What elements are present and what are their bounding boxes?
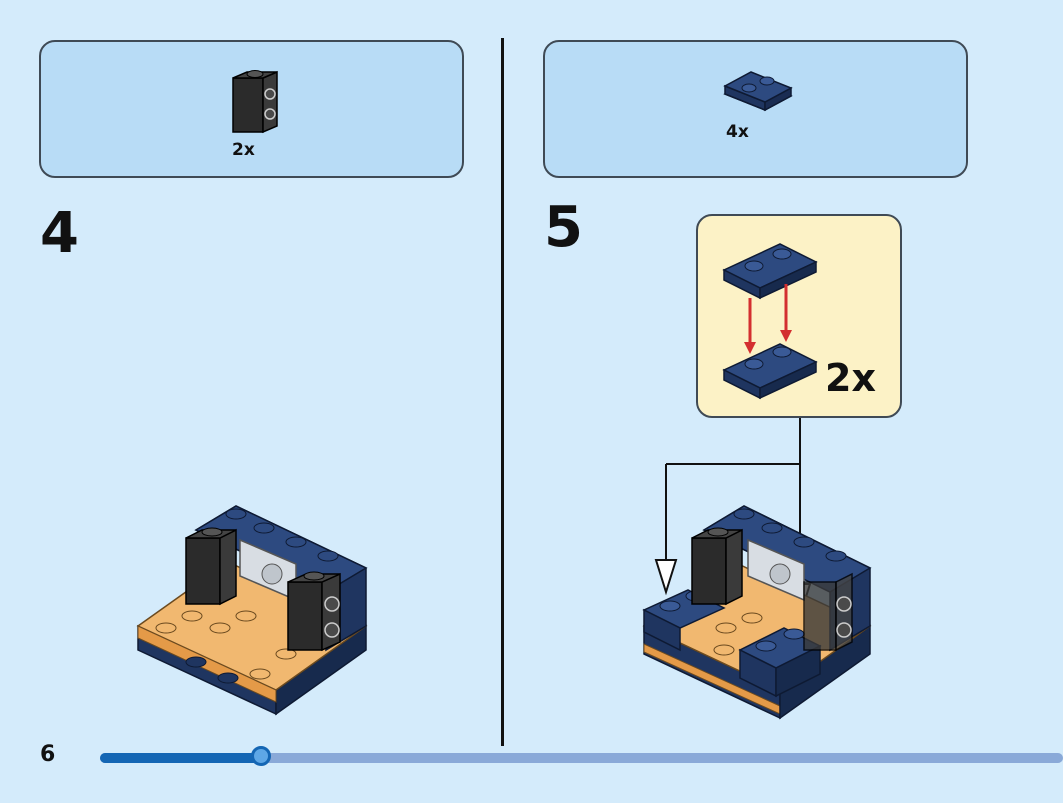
step-5-model-illustration xyxy=(642,505,872,720)
parts-list-step-5: 4x xyxy=(543,40,968,178)
dark-blue-plate-icon xyxy=(723,71,793,112)
step-number-4: 4 xyxy=(40,201,79,266)
parts-list-step-4: 2x xyxy=(39,40,464,178)
step-number-5: 5 xyxy=(544,195,583,260)
progress-fill xyxy=(100,753,261,763)
page-number: 6 xyxy=(40,742,56,767)
black-brick-side-studs-icon xyxy=(232,70,278,134)
callout-quantity: 2x xyxy=(825,356,876,400)
sub-assembly-callout: 2x xyxy=(696,214,902,418)
progress-knob[interactable] xyxy=(250,746,271,766)
part-quantity: 2x xyxy=(232,140,255,160)
progress-bar xyxy=(100,746,1063,766)
step-4-model-illustration xyxy=(136,505,368,716)
step-divider xyxy=(501,38,504,746)
part-quantity: 4x xyxy=(726,122,749,142)
plate-stack-diagram xyxy=(722,243,818,400)
